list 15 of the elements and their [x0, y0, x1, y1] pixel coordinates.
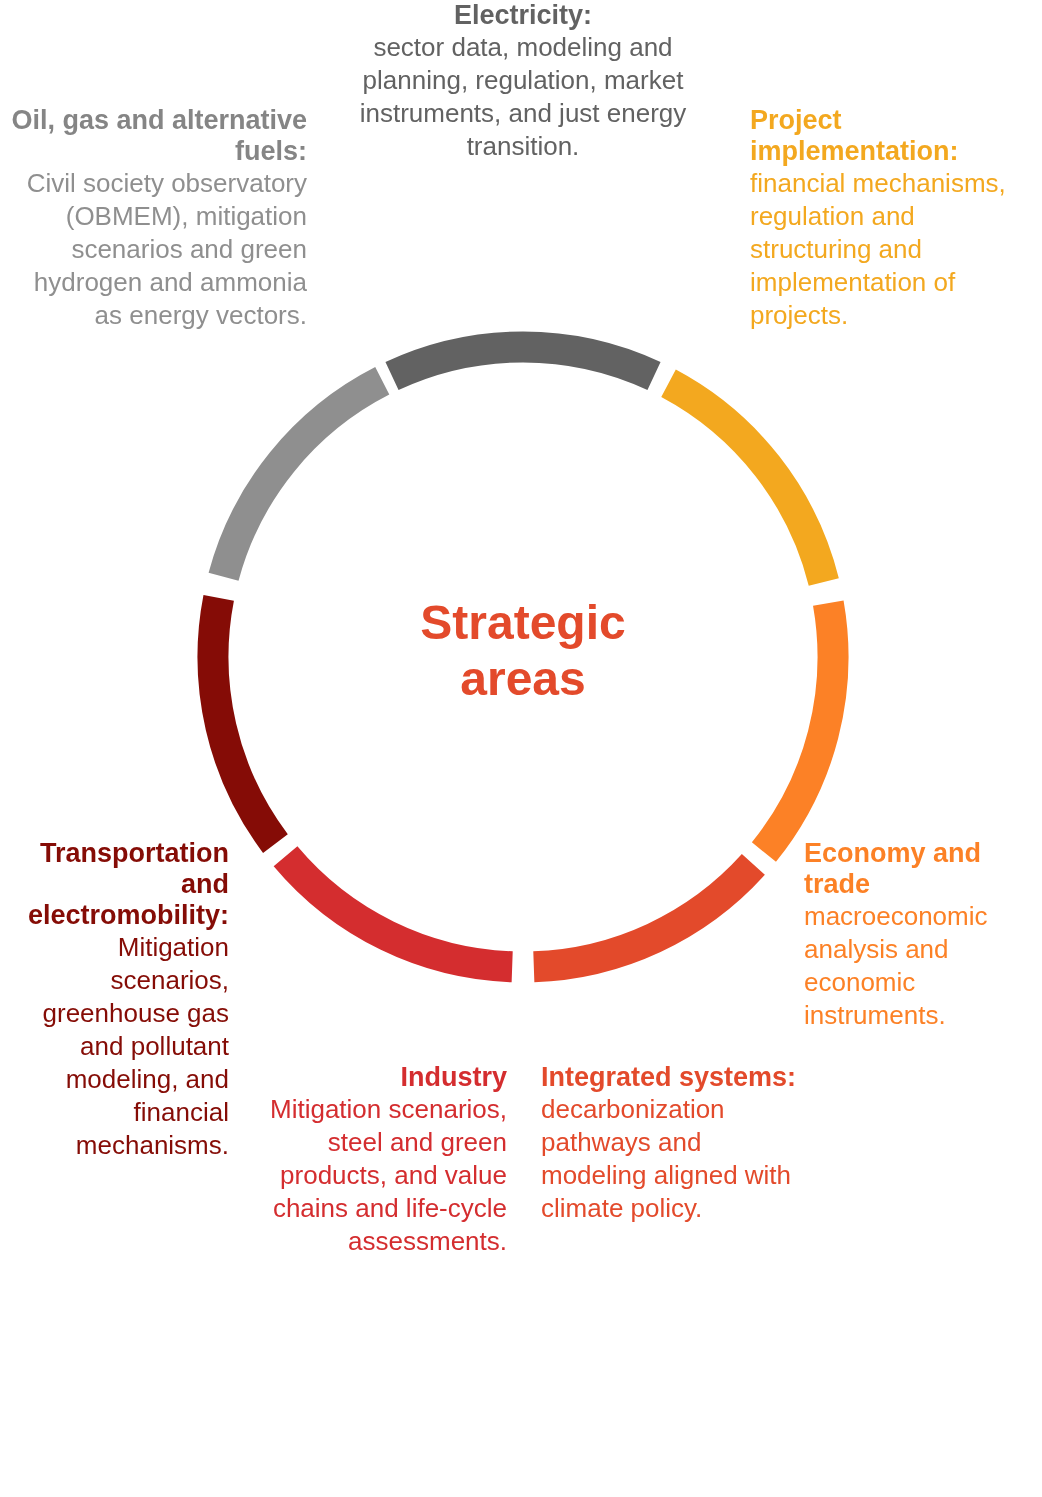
- area-description: decarbonization pathways and modeling aligned with climate policy.: [541, 1093, 793, 1225]
- area-heading: Project implementation:: [750, 105, 960, 167]
- center-title: Strategic areas: [419, 595, 627, 707]
- area-description: sector data, modeling and planning, regulation, market instruments, and just energy transition.: [358, 31, 688, 163]
- area-heading: Economy and trade: [804, 838, 983, 900]
- area-heading: Oil, gas and alternative fuels:: [10, 105, 307, 167]
- area-description: macroeconomic analysis and economic instruments.: [804, 900, 989, 1032]
- area-description: Civil society observatory (OBMEM), mitigation scenarios and green hydrogen and ammonia as energy vectors.: [25, 167, 307, 332]
- area-heading: Integrated systems:: [541, 1062, 798, 1093]
- area-heading: Transportation and electromobility:: [26, 838, 229, 931]
- area-description: Mitigation scenarios, steel and green products, and value chains and life-cycle assessments.: [269, 1093, 507, 1258]
- area-description: financial mechanisms, regulation and structuring and implementation of projects.: [750, 167, 1007, 332]
- area-heading: Electricity:: [452, 0, 594, 31]
- area-heading: Industry: [399, 1062, 507, 1093]
- area-description: Mitigation scenarios, greenhouse gas and pollutant modeling, and financial mechanisms.: [41, 931, 229, 1162]
